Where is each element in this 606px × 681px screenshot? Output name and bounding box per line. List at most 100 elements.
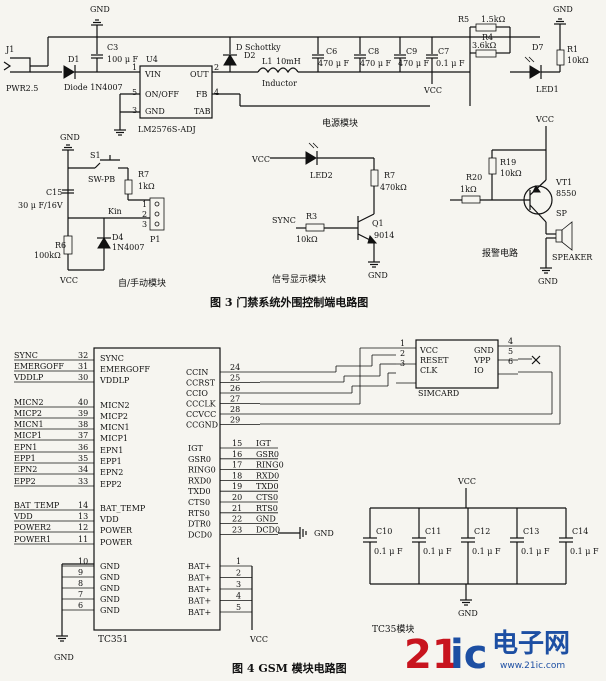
u4-pin1: 1 xyxy=(132,63,137,72)
u4-tab: TAB xyxy=(194,107,211,116)
bat-pin-number: 1 xyxy=(236,557,241,566)
sim-right-func: GND xyxy=(474,346,494,355)
left-net-label: VDDLP xyxy=(13,373,44,382)
c7-ref: C7 xyxy=(438,47,449,56)
left-net-label: MICP1 xyxy=(14,431,42,440)
swpb-label: SW-PB xyxy=(88,175,115,184)
vcc-label-alarm: VCC xyxy=(535,115,554,124)
left-pin-func: EMERGOFF xyxy=(100,365,150,374)
d1-part: Diode 1N4007 xyxy=(64,83,123,92)
sim-right-func: IO xyxy=(474,366,484,375)
u4-pin5: 5 xyxy=(132,88,137,97)
io-pin-number: 21 xyxy=(232,504,242,513)
r7b-ref: R7 xyxy=(384,171,395,180)
left-net-label: EPN2 xyxy=(14,465,37,474)
left-pin-func: EPP2 xyxy=(100,480,122,489)
p1-pin1: 1 xyxy=(142,200,147,209)
tc35-module-title: TC35模块 xyxy=(372,623,414,635)
io-net-label: IGT xyxy=(256,439,272,448)
left-net-label: POWER1 xyxy=(14,535,51,544)
j1-connector: J1 PWR2.5 xyxy=(3,45,62,93)
vcc-label-power: VCC xyxy=(423,86,442,95)
dtr-gnd-label: GND xyxy=(314,529,334,538)
vt1-part: 8550 xyxy=(556,189,576,198)
power-module: GND J1 PWR2.5 D1 Diode 1N4007 C3 100 μ F xyxy=(3,5,589,136)
inductor-label: Inductor xyxy=(262,79,297,88)
r3-value: 10kΩ xyxy=(296,235,318,244)
r6-value: 100kΩ xyxy=(34,251,61,260)
r7a-value: 1kΩ xyxy=(138,182,155,191)
d7-ref: D7 xyxy=(532,43,544,52)
r20-value: 1kΩ xyxy=(460,185,477,194)
d4-ref: D4 xyxy=(112,233,124,242)
bat-pin-number: 3 xyxy=(236,580,241,589)
sim-left-pin: 3 xyxy=(400,359,405,368)
gnd-label-led1: GND xyxy=(553,5,573,14)
left-pin-number: 36 xyxy=(78,443,88,452)
sim-pin-func: CCRST xyxy=(186,379,216,388)
vt1-ref: VT1 xyxy=(555,178,572,187)
gnd-label-tc35: GND xyxy=(54,653,74,662)
left-pin-number: 39 xyxy=(78,409,88,418)
gnd-pin-number: 10 xyxy=(78,557,88,566)
r20-ref: R20 xyxy=(466,173,482,182)
vcc-label-caps: VCC xyxy=(457,477,476,486)
gnd-pin-func: GND xyxy=(100,562,120,571)
left-pin-number: 11 xyxy=(78,535,88,544)
cap-value: 0.1 μ F xyxy=(521,547,550,556)
io-net-label: GND xyxy=(256,515,276,524)
c15-ref: C15 xyxy=(46,188,62,197)
u4-regulator: U4 VIN OUT ON/OFF FB GND TAB LM2576S-ADJ… xyxy=(113,55,430,136)
left-net-label: MICP2 xyxy=(14,409,42,418)
left-pin-number: 31 xyxy=(78,362,88,371)
q1-part: 9014 xyxy=(374,231,394,240)
left-pin-number: 14 xyxy=(78,501,88,510)
cap-ref: C13 xyxy=(523,527,539,536)
bat-pin-func: BAT+ xyxy=(188,608,211,617)
io-pin-number: 17 xyxy=(232,461,242,470)
io-net-label: GSR0 xyxy=(256,450,279,459)
sim-pin-number: 24 xyxy=(230,363,240,372)
left-pin-number: 35 xyxy=(78,454,88,463)
io-pin-number: 18 xyxy=(232,471,242,480)
sim-wiring xyxy=(260,345,561,425)
sim-pin-number: 27 xyxy=(230,395,240,404)
c15-value: 30 μ F/16V xyxy=(18,201,63,210)
left-pin-number: 38 xyxy=(78,420,88,429)
left-pin-func: MICP2 xyxy=(100,412,128,421)
left-net-label: BAT_TEMP xyxy=(14,501,60,510)
gnd-pin-func: GND xyxy=(100,573,120,582)
gnd-label-top: GND xyxy=(90,5,110,14)
sim-right-pin: 4 xyxy=(508,337,513,346)
logo-cn: 电子网 xyxy=(492,629,570,659)
left-net-label: SYNC xyxy=(14,351,38,360)
alarm-module-title: 报警电路 xyxy=(482,247,518,259)
q1-ref: Q1 xyxy=(372,219,384,228)
l1-inductor: L1 10mH Inductor xyxy=(257,57,470,88)
c6-ref: C6 xyxy=(326,47,337,56)
io-net-label: DCD0 xyxy=(256,525,280,534)
gnd-label-signal: GND xyxy=(368,271,388,280)
io-pin-func: RTS0 xyxy=(188,509,210,518)
gnd-label-alarm: GND xyxy=(538,277,558,286)
left-pin-number: 34 xyxy=(78,465,88,474)
s1-ref: S1 xyxy=(90,151,101,160)
u4-pin2: 2 xyxy=(214,63,219,72)
left-pin-number: 33 xyxy=(78,477,88,486)
output-caps: C6 470 μ F C8 470 μ F C9 470 μ F C7 0.1 … xyxy=(311,37,465,95)
logo-ic: ic xyxy=(450,632,487,678)
left-pin-func: MICN2 xyxy=(100,401,130,410)
feedback-resistors: R5 1.5kΩ R4 3.6kΩ xyxy=(458,15,511,106)
left-pin-func: SYNC xyxy=(100,354,124,363)
bat-pin-func: BAT+ xyxy=(188,574,211,583)
u4-pin4: 4 xyxy=(214,88,219,97)
io-pin-number: 22 xyxy=(232,515,242,524)
r5-value: 1.5kΩ xyxy=(481,15,506,24)
cap-ref: C14 xyxy=(572,527,588,536)
